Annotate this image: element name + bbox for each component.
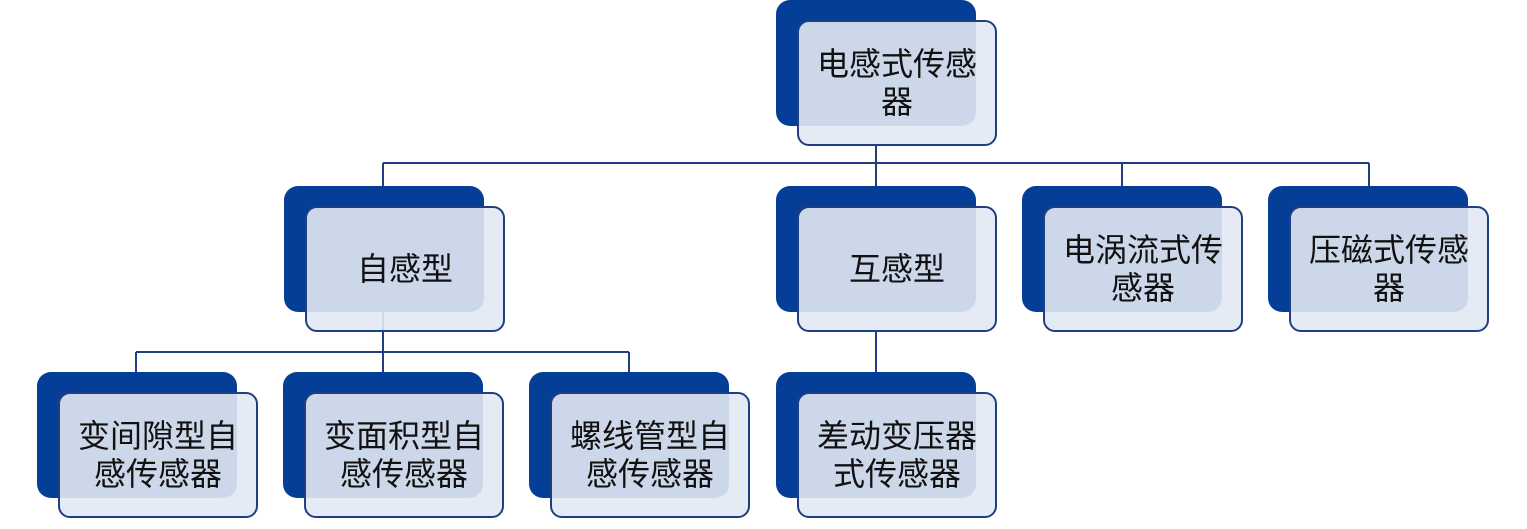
node-label: 电感式传感器: [816, 45, 977, 121]
node-eddy-current-sensor: 电涡流式传感器: [1022, 186, 1246, 336]
node-box: 螺线管型自感传感器: [550, 392, 750, 518]
node-box: 压磁式传感器: [1289, 206, 1489, 332]
node-box: 互感型: [797, 206, 997, 332]
node-box: 电涡流式传感器: [1043, 206, 1243, 332]
node-variable-area-sensor: 变面积型自感传感器: [283, 372, 507, 522]
node-label: 差动变压器式传感器: [816, 417, 977, 493]
node-inductive-sensor: 电感式传感器: [776, 0, 1000, 150]
node-box: 变间隙型自感传感器: [58, 392, 258, 518]
node-label: 压磁式传感器: [1308, 231, 1469, 307]
node-label: 螺线管型自感传感器: [569, 417, 730, 493]
node-box: 电感式传感器: [797, 20, 997, 146]
node-variable-gap-sensor: 变间隙型自感传感器: [37, 372, 261, 522]
node-mutual-inductance: 互感型: [776, 186, 1000, 336]
node-differential-transformer-sensor: 差动变压器式传感器: [776, 372, 1000, 522]
node-box: 变面积型自感传感器: [304, 392, 504, 518]
node-label: 自感型: [356, 250, 453, 288]
node-self-inductance: 自感型: [284, 186, 508, 336]
node-magnetoelastic-sensor: 压磁式传感器: [1268, 186, 1492, 336]
node-box: 自感型: [305, 206, 505, 332]
node-label: 变间隙型自感传感器: [77, 417, 238, 493]
node-label: 互感型: [848, 250, 945, 288]
node-solenoid-sensor: 螺线管型自感传感器: [529, 372, 753, 522]
node-label: 变面积型自感传感器: [323, 417, 484, 493]
node-label: 电涡流式传感器: [1062, 231, 1223, 307]
node-box: 差动变压器式传感器: [797, 392, 997, 518]
